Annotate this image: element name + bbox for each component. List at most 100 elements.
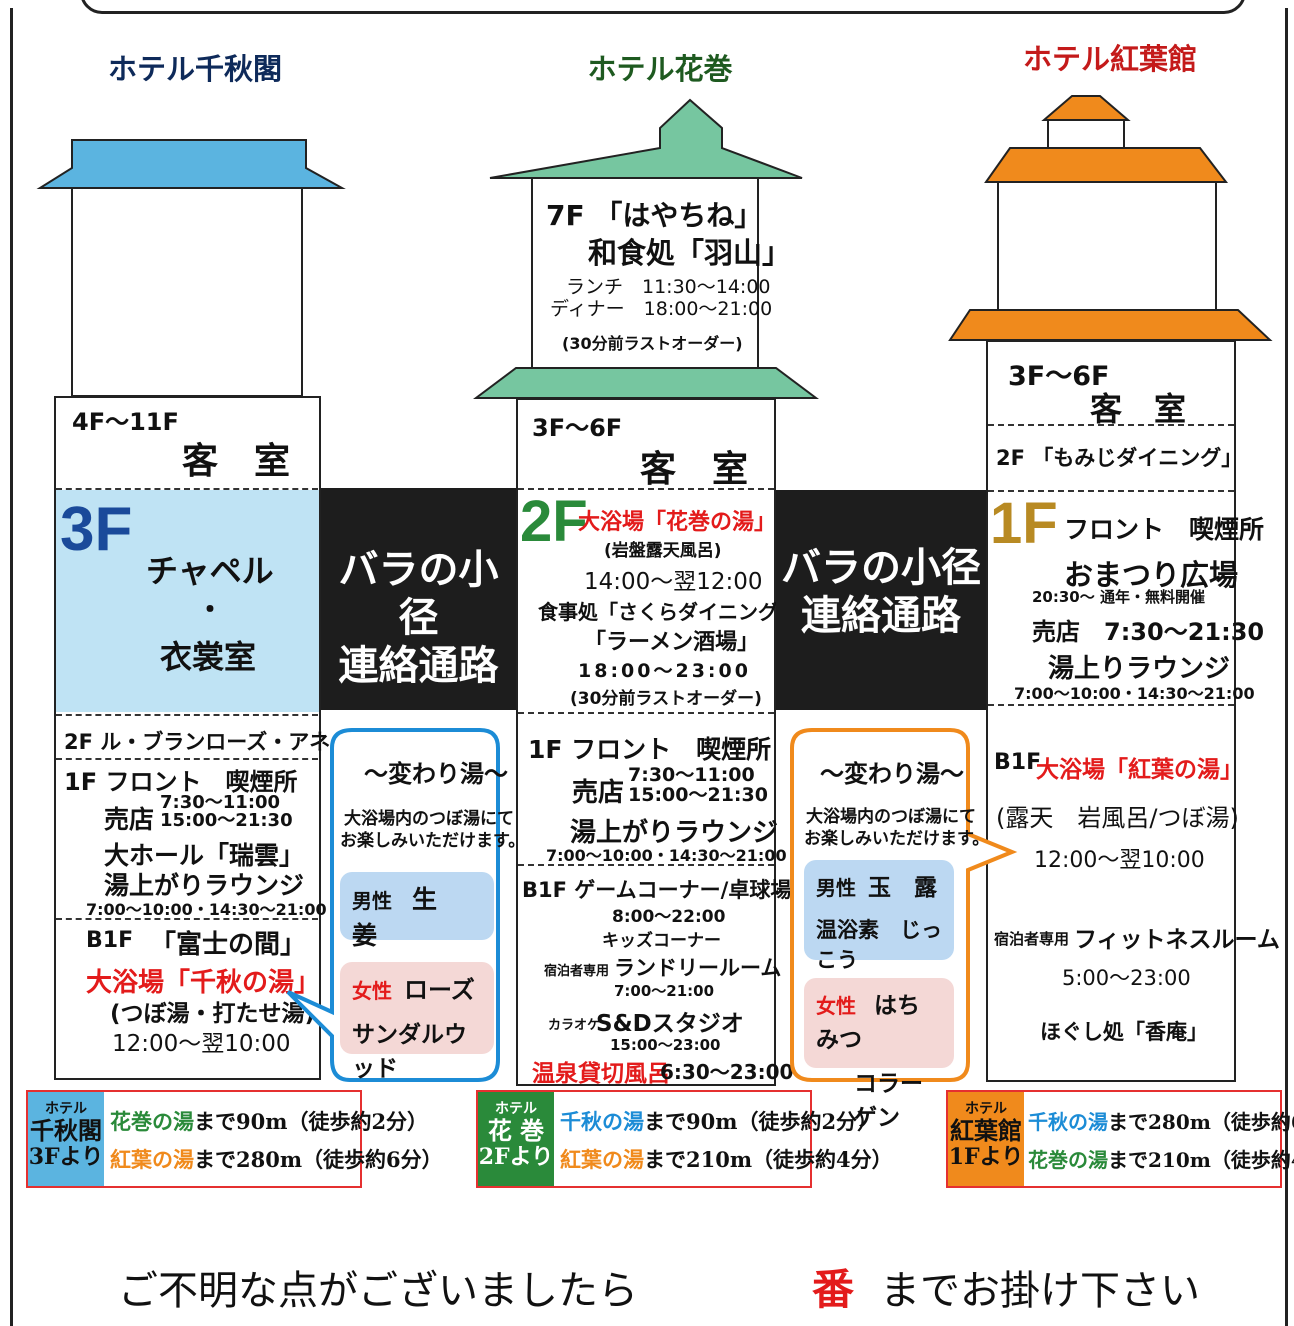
footer-right-text: までお掛け下さい [880,1268,1200,1314]
legend-dest: 千秋の湯 [1028,1110,1108,1134]
koyo-fitness: フィットネスルーム [1074,927,1280,953]
hanamaki-upper-floor: 3F〜6F [532,414,623,442]
hanamaki-7f-note: (30分前ラストオーダー) [562,334,743,353]
hanamaki-tower [531,177,759,369]
footer-left-text: ご不明な点がございましたら [118,1268,638,1314]
hanamaki-b1-karaoke-hours: 15:00〜23:00 [610,1036,721,1054]
hanamaki-b1-private-hours: 6:30〜23:00 [660,1060,794,1084]
legend-tag-line2: 花 巻 [487,1116,545,1145]
female-item-2: サンダルウッド [352,1022,467,1082]
hanamaki-2f-number: 2F [520,489,588,554]
female-item-1: はちみつ [816,993,920,1053]
divider [518,488,774,490]
legend-tag-line2: 紅葉館 [950,1116,1022,1145]
legend-senshu: ホテル 千秋閣 3Fより 花巻の湯まで90m（徒歩約2分） 紅葉の湯まで280m… [26,1090,443,1188]
hanamaki-2f-note: (30分前ラストオーダー) [570,689,762,709]
hanamaki-7f-restaurant: 和食処「羽山」 [588,236,792,270]
kawariyu-right-desc2: お楽しみいただけます。 [804,829,990,849]
corridor-left-line1: バラの小径 [338,547,499,641]
koyo-tower [997,181,1217,311]
legend-dest: 花巻の湯 [1028,1148,1108,1172]
koyo-fitness-tag: 宿泊者専用 [994,930,1070,948]
koyo-roof-top [984,95,1229,183]
legend-hanamaki: ホテル 花 巻 2Fより 千秋の湯まで90m（徒歩約2分） 紅葉の湯まで210m… [476,1090,893,1188]
senshu-hall: 大ホール「瑞雲」 [104,841,305,870]
building-illustrations [36,95,1273,399]
female-label: 女性 [352,979,392,1003]
kawariyu-left-female: 女性ローズ サンダルウッド [340,962,494,1082]
legend-senshu-row-2: 紅葉の湯まで280m（徒歩約6分） [110,1144,443,1174]
divider [56,758,318,760]
senshu-b1-label: B1F [86,928,134,953]
left-frame-line [10,8,13,1326]
koyo-upper-rooms: 客 室 [1090,390,1187,428]
male-label: 男性 [352,889,392,913]
kawariyu-right-male: 男性玉 露 温浴素 じっこう [804,860,954,972]
divider [988,490,1234,492]
hanamaki-b1-game-hours: 8:00〜22:00 [612,907,726,927]
legend-dest: 花巻の湯 [110,1109,194,1134]
female-item-2: コラーゲン [854,1071,923,1131]
senshu-3f-number: 3F [60,495,133,564]
hanamaki-7f-lunch: ランチ 11:30〜14:00 [566,276,771,298]
legend-tag-line3: 3Fより [28,1144,104,1170]
male-item-1: 玉 露 [868,875,937,901]
hanamaki-shop-hours-2: 15:00〜21:30 [628,784,768,806]
kawariyu-left-desc2: お楽しみいただけます。 [340,831,526,851]
legend-koyo-row-1: 千秋の湯まで280m（徒歩約6分） [1028,1106,1294,1135]
hanamaki-2f-ramen-hours: 18:00〜23:00 [578,660,751,682]
female-item-1: ローズ [404,976,475,1004]
hanamaki-b1-karaoke: S&Dスタジオ [596,1011,744,1037]
legend-senshu-row-1: 花巻の湯まで90m（徒歩約2分） [110,1106,428,1136]
koyo-b1-hours: 12:00〜翌10:00 [1034,848,1205,873]
legend-dest: 紅葉の湯 [560,1147,644,1172]
senshu-b1-room: 「富士の間」 [150,930,307,960]
hanamaki-b1-game: B1F ゲームコーナー/卓球場 [522,878,792,902]
divider [988,704,1234,706]
senshu-shop: 売店 [104,805,155,834]
senshu-lounge: 湯上がりラウンジ [104,871,305,900]
senshu-costume-room: 衣裳室 [160,638,257,676]
hanamaki-b1-private-bath: 温泉貸切風呂 [532,1061,670,1087]
hotel-title-hanamaki: ホテル花巻 [587,52,733,86]
divider [56,714,318,716]
senshu-b1-hours: 12:00〜翌10:00 [112,1031,291,1057]
koyo-b1-label: B1F [994,750,1042,775]
hanamaki-b1-karaoke-tag: カラオケ [548,1018,601,1033]
koyo-massage: ほぐし処「香庵」 [1040,1020,1208,1044]
legend-hanamaki-row-1: 千秋の湯まで90m（徒歩約2分） [560,1106,878,1136]
male-label: 男性 [816,876,856,900]
legend-dest: 紅葉の湯 [110,1147,194,1172]
legend-distance: まで90m（徒歩約2分） [194,1109,429,1134]
senshu-lounge-hours: 7:00〜10:00・14:30〜21:00 [86,900,327,919]
senshu-b1-bath: 大浴場「千秋の湯」 [86,968,321,998]
senshu-chapel: チャペル [146,552,274,590]
senshu-shop-hours-2: 15:00〜21:30 [160,810,293,831]
senshu-dot: ・ [196,593,225,626]
senshu-b1-bath-sub: (つぼ湯・打たせ湯) [110,1001,316,1027]
koyo-plaza-note: 20:30〜 通年・無料開催 [1032,588,1205,606]
koyo-shop: 売店 7:30〜21:30 [1032,618,1265,646]
legend-tag-line2: 千秋閣 [30,1116,102,1145]
legend-tag-line1: ホテル [495,1101,537,1117]
legend-koyo-tag: ホテル 紅葉館 1Fより [948,1092,1024,1186]
legend-koyo-row-2: 花巻の湯まで210m（徒歩約4分） [1028,1144,1294,1173]
hanamaki-building [516,398,776,1086]
corridor-right: バラの小径 連絡通路 [776,490,986,710]
kawariyu-left-desc1: 大浴場内のつぼ湯にて [344,809,514,829]
hanamaki-2f-ramen: 「ラーメン酒場」 [584,630,760,655]
koyo-lounge: 湯上りラウンジ [1048,654,1231,684]
divider [56,918,318,920]
hanamaki-b1-laundry-tag: 宿泊者専用 [544,964,610,979]
legend-distance: まで210m（徒歩約4分） [1108,1148,1294,1172]
hanamaki-2f-bath-sub: (岩盤露天風呂) [604,541,722,561]
corridor-right-line2: 連絡通路 [801,593,961,639]
male-item: 生 姜 [352,885,463,950]
female-label: 女性 [816,994,856,1018]
hanamaki-lounge: 湯上がりラウンジ [570,818,779,848]
hanamaki-2f-bath-hours: 14:00〜翌12:00 [584,569,763,595]
koyo-1f-title: フロント 喫煙所 [1064,515,1265,544]
senshu-upper-rooms: 客 室 [182,441,291,482]
hanamaki-b1-laundry: ランドリールーム [614,956,782,980]
koyo-b1-bath-sub: (露天 岩風呂/つぼ湯) [996,804,1239,832]
